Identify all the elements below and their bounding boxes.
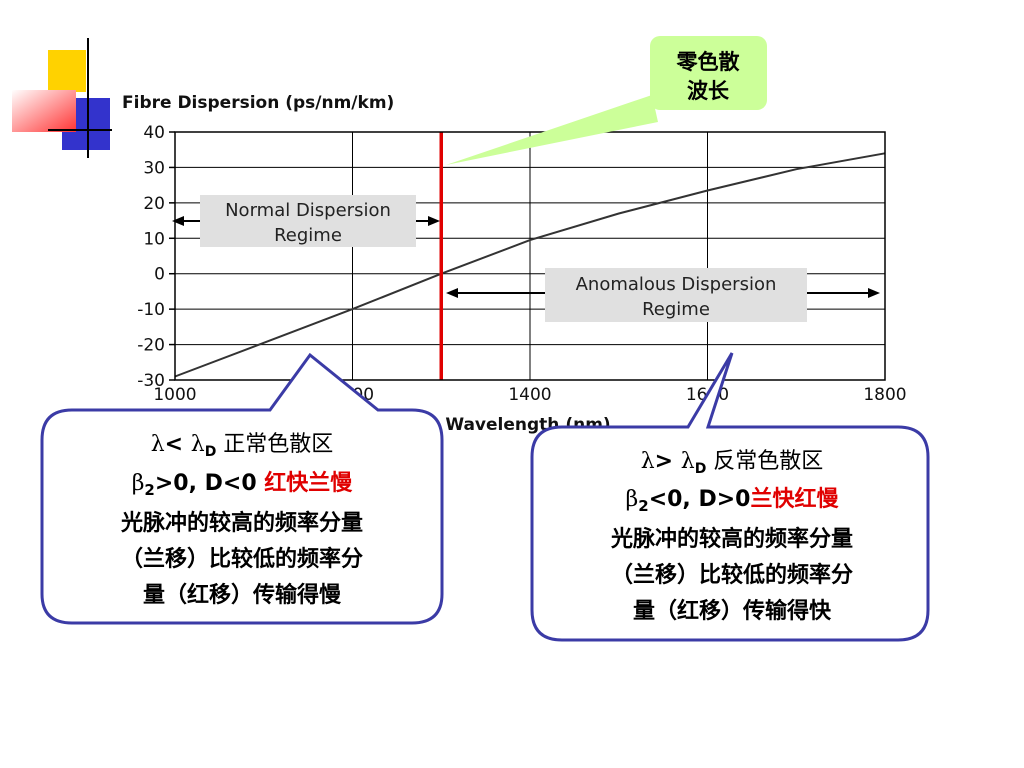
corner-decoration — [12, 38, 112, 158]
chart-title: Fibre Dispersion (ps/nm/km) — [122, 93, 394, 113]
callout-right-bubble — [530, 352, 930, 642]
callout-top-line2: 波长 — [687, 79, 730, 103]
x-axis-ticks: 10001200140016001800 — [153, 385, 906, 405]
left-regime: 正常色散区 — [216, 432, 333, 457]
normal-regime-box — [200, 195, 416, 247]
y-tick-label-20: 20 — [143, 194, 165, 214]
anomalous-arrowhead-right — [868, 288, 880, 298]
callout-left-line1: λ< λD 正常色散区 — [151, 432, 334, 460]
callout-zero-dispersion: 零色散 波长 — [446, 36, 767, 165]
y-tick-label-30: 30 — [143, 158, 165, 178]
plot-frame — [174, 131, 886, 381]
normal-regime-label: Normal Dispersion Regime — [172, 195, 440, 247]
deco-yellow-square — [48, 50, 86, 92]
callout-right-text1: 光脉冲的较高的频率分量 — [610, 526, 853, 552]
normal-regime-line1: Normal Dispersion — [225, 200, 391, 221]
callout-left-line2: β2>0, D<0 红快兰慢 — [132, 470, 354, 499]
right-gt: > — [655, 449, 681, 474]
callout-anomalous-dispersion: λ> λD 反常色散区 β2<0, D>0兰快红慢 光脉冲的较高的频率分量 （兰… — [530, 352, 930, 642]
left-cond: >0, D<0 — [155, 471, 264, 496]
right-beta: β — [626, 487, 639, 512]
left-red: 红快兰慢 — [264, 470, 353, 496]
callout-top-pointer — [446, 95, 658, 165]
y-tick-label-0: 0 — [154, 265, 165, 285]
callout-normal-dispersion: λ< λD 正常色散区 β2>0, D<0 红快兰慢 光脉冲的较高的频率分量 （… — [40, 352, 444, 625]
right-lambda-d: λ — [681, 449, 695, 474]
deco-red-gradient — [12, 90, 76, 132]
anomalous-regime-line2: Regime — [642, 299, 710, 320]
left-beta: β — [132, 471, 145, 496]
callout-left-text2: （兰移）比较低的频率分 — [121, 546, 363, 572]
right-sub-d: D — [695, 461, 707, 477]
right-sub-2: 2 — [638, 497, 648, 515]
chart-grid — [174, 131, 886, 381]
x-tick-label-1400: 1400 — [508, 385, 551, 405]
normal-regime-line2: Regime — [274, 225, 342, 246]
right-regime: 反常色散区 — [706, 449, 823, 474]
y-tick-label-10: 10 — [143, 229, 165, 249]
left-lambda: λ — [151, 432, 165, 457]
callout-right-line1: λ> λD 反常色散区 — [641, 449, 824, 477]
anomalous-regime-line1: Anomalous Dispersion — [576, 274, 777, 295]
normal-arrowhead-left — [172, 216, 184, 226]
callout-right-text2: （兰移）比较低的频率分 — [611, 562, 853, 588]
callout-top-box — [650, 36, 767, 110]
right-red: 兰快红慢 — [750, 486, 839, 512]
left-lt: < — [165, 432, 191, 457]
y-tick-label--10: -10 — [137, 300, 165, 320]
callout-top-line1: 零色散 — [676, 50, 740, 74]
callout-left-bubble — [40, 352, 444, 625]
y-tick-label--20: -20 — [137, 336, 165, 356]
x-tick-label-1800: 1800 — [863, 385, 906, 405]
normal-arrowhead-right — [428, 216, 440, 226]
callout-right-line2: β2<0, D>0兰快红慢 — [626, 486, 840, 515]
y-tick-label--30: -30 — [137, 371, 165, 391]
right-lambda: λ — [641, 449, 655, 474]
anomalous-arrowhead-left — [446, 288, 458, 298]
left-sub-d: D — [205, 444, 217, 460]
callout-right-text3: 量（红移）传输得快 — [633, 598, 832, 624]
anomalous-regime-box — [545, 268, 807, 322]
anomalous-regime-label: Anomalous Dispersion Regime — [446, 268, 880, 322]
dispersion-curve — [174, 152, 886, 378]
y-axis-ticks: 40 30 20 10 0 -10 -20 -30 — [137, 123, 175, 391]
y-tick-label-40: 40 — [143, 123, 165, 143]
right-cond: <0, D>0 — [649, 487, 751, 512]
left-lambda-d: λ — [191, 432, 205, 457]
left-sub-2: 2 — [144, 481, 154, 499]
callout-left-text3: 量（红移）传输得慢 — [143, 582, 342, 608]
callout-left-text1: 光脉冲的较高的频率分量 — [120, 510, 363, 536]
x-tick-label-1000: 1000 — [153, 385, 196, 405]
